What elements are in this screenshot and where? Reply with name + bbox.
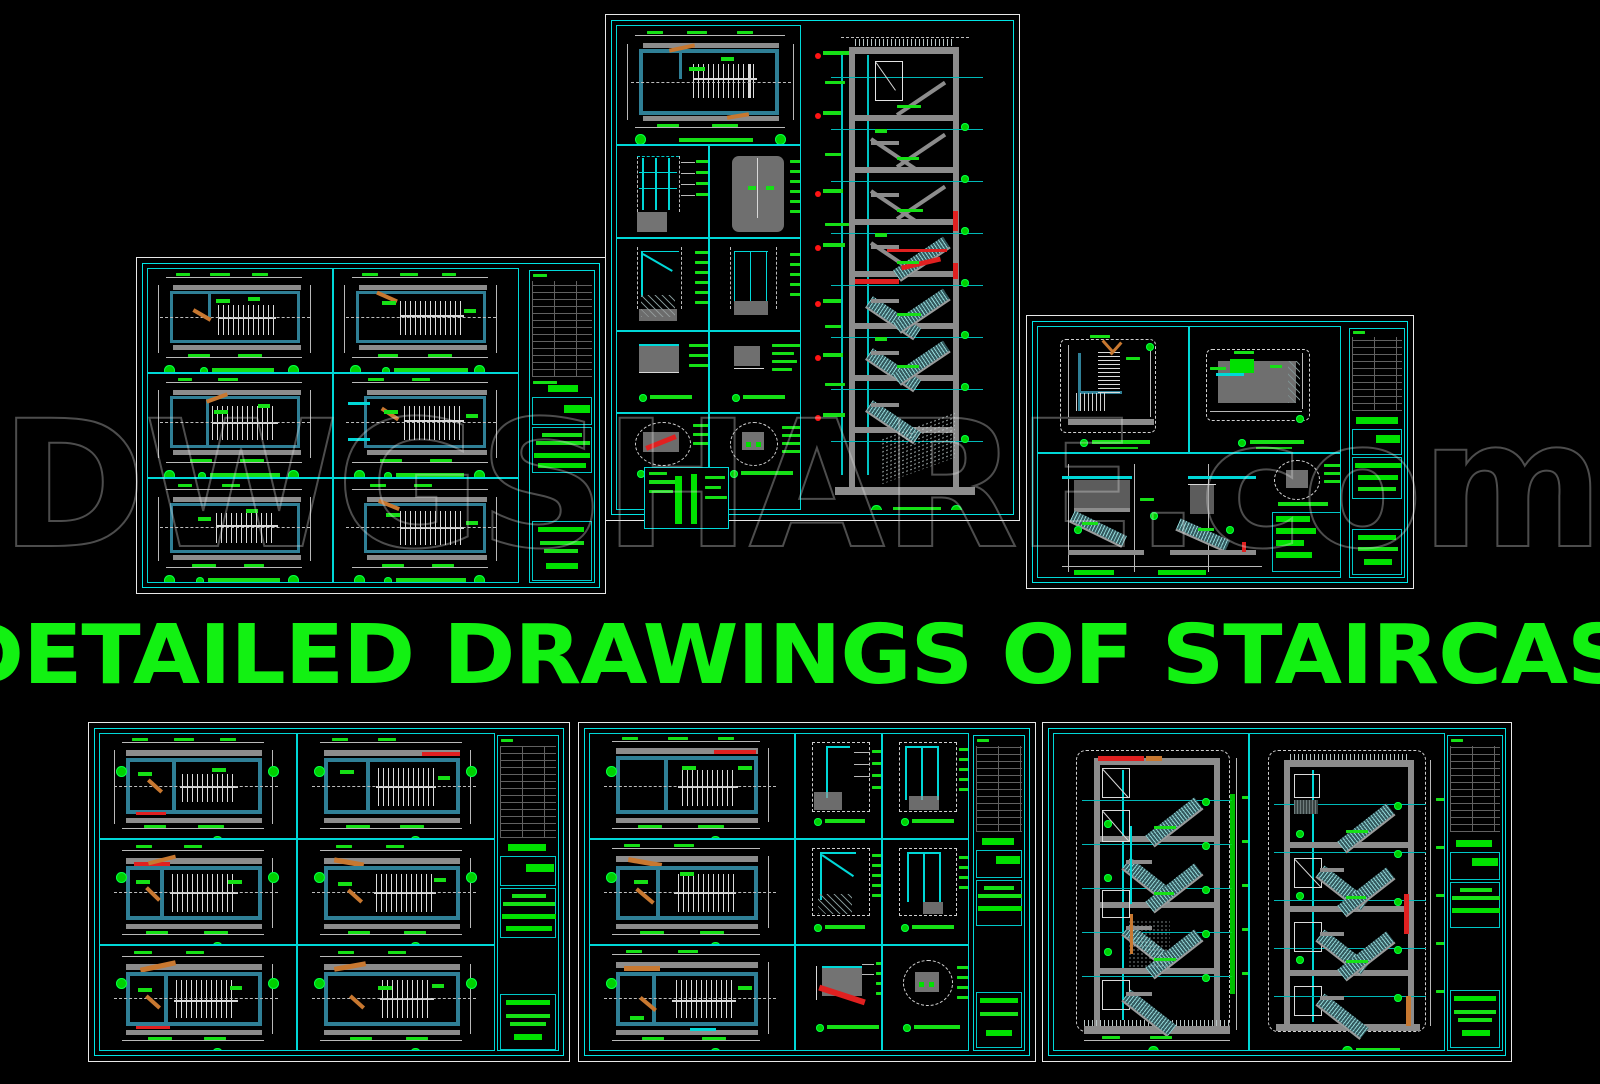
cell-stair-reinf-plan[interactable] — [297, 733, 495, 839]
sheet-cell-grid — [1053, 733, 1445, 1051]
sheet-border-inner — [94, 728, 564, 1056]
page-title: DETAILED DRAWINGS OF STAIRCASES — [0, 608, 1600, 703]
detail-row-1 — [616, 144, 802, 238]
cell-bar-detail-1[interactable] — [794, 733, 882, 839]
detail-row-4 — [616, 413, 802, 510]
cell-staircase-section-1[interactable] — [1053, 733, 1249, 1051]
sheet-cell-grid — [1037, 326, 1341, 578]
detail-row-2 — [616, 237, 802, 332]
detail-pair-2 — [794, 839, 969, 945]
cell-longitudinal-section[interactable] — [801, 25, 1009, 510]
cell-detail-landing[interactable] — [616, 331, 709, 414]
cell-stair-reinf-plan[interactable] — [99, 839, 297, 945]
title-block-bottom-right[interactable] — [1447, 735, 1503, 1051]
sheet-cell-grid — [147, 268, 519, 583]
cell-bar-detail-2[interactable] — [881, 733, 969, 839]
cell-stair-plan-type-a[interactable] — [589, 733, 795, 839]
title-block-top-center[interactable] — [644, 467, 729, 529]
sheet-cell-grid — [589, 733, 969, 1051]
cell-stair-plan[interactable] — [333, 373, 519, 478]
cell-staircase-section-2[interactable] — [1249, 733, 1445, 1051]
sheet-bottom-left[interactable] — [88, 722, 570, 1062]
left-column — [616, 25, 802, 510]
cell-detail-b[interactable] — [708, 144, 802, 238]
cell-stair-plan-top[interactable] — [616, 25, 802, 145]
sheet-border-inner — [142, 263, 600, 588]
cell-stair-plan[interactable] — [147, 478, 333, 583]
cell-stair-section-elevation[interactable] — [1037, 453, 1341, 578]
title-block-top-left[interactable] — [529, 270, 595, 583]
cell-stair-plan[interactable] — [147, 268, 333, 373]
cell-stair-plan-type-b[interactable] — [589, 839, 795, 945]
cell-stair-plan[interactable] — [333, 478, 519, 583]
cell-stair-plan-type-c[interactable] — [589, 945, 795, 1051]
cell-stair-reinf-plan[interactable] — [99, 945, 297, 1051]
cell-bar-detail-4[interactable] — [881, 839, 969, 945]
cell-detail-a[interactable] — [616, 144, 709, 238]
cell-stair-reinf-plan[interactable] — [297, 839, 495, 945]
cell-detail-bar[interactable] — [708, 331, 802, 414]
sheet-border-inner — [1032, 321, 1408, 583]
cell-stair-plan[interactable] — [333, 268, 519, 373]
title-block-top-right[interactable] — [1349, 328, 1405, 578]
detail-row-3 — [616, 331, 802, 414]
cell-circle-detail[interactable] — [708, 413, 802, 510]
cell-stair-reinf-plan[interactable] — [297, 945, 495, 1051]
cell-bar-detail-3[interactable] — [794, 839, 882, 945]
sheet-bottom-right[interactable] — [1042, 722, 1512, 1062]
sheet-bottom-center[interactable] — [578, 722, 1036, 1062]
sheet-top-center[interactable] — [605, 14, 1020, 529]
cell-stair-reinf-plan[interactable] — [99, 733, 297, 839]
sheet-border-inner — [611, 20, 1014, 515]
cell-stair-detail-plan-right[interactable] — [1189, 326, 1341, 454]
cell-stair-detail-plan-left[interactable] — [1037, 326, 1189, 454]
title-block-bottom-left[interactable] — [497, 735, 559, 1051]
sheet-top-right[interactable] — [1026, 315, 1414, 589]
sheet-border-inner — [1048, 728, 1506, 1056]
cell-detail-c[interactable] — [616, 237, 709, 332]
cell-circle-detail-view[interactable] — [881, 945, 969, 1051]
cell-tread-section-detail[interactable] — [794, 945, 882, 1051]
detail-pair-1 — [794, 733, 969, 839]
sheet-border-inner — [584, 728, 1030, 1056]
detail-pair-3 — [794, 945, 969, 1051]
sheet-top-left[interactable] — [136, 257, 606, 594]
cell-detail-d[interactable] — [708, 237, 802, 332]
sheet-cell-grid — [99, 733, 495, 1051]
cell-stair-plan[interactable] — [147, 373, 333, 478]
title-block-bottom-center[interactable] — [973, 735, 1025, 1051]
sheet-cell-grid — [616, 25, 1009, 510]
